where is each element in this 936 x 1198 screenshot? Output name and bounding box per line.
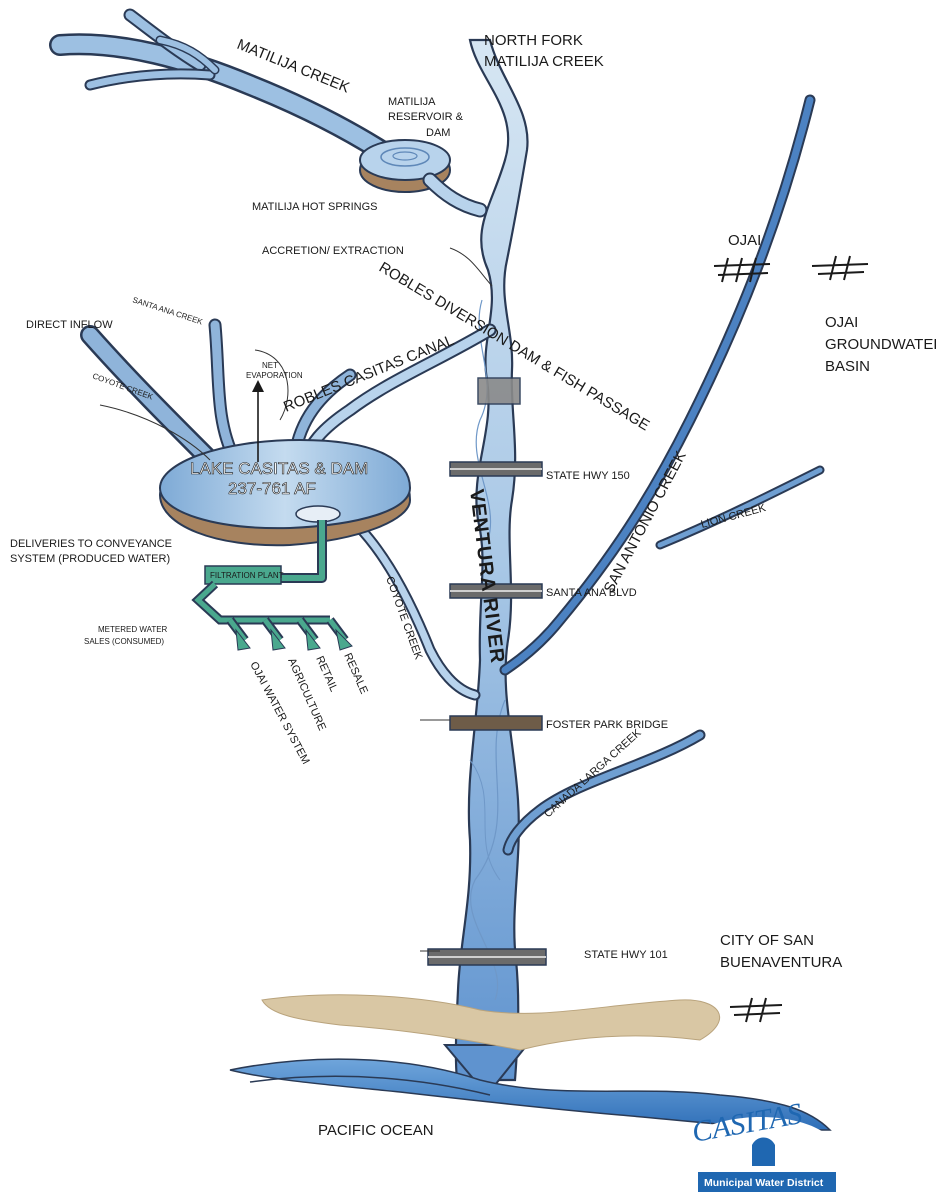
- matilija-reservoir-label-3: DAM: [426, 127, 450, 139]
- hot-springs-label: MATILIJA HOT SPRINGS: [252, 201, 378, 213]
- matilija-reservoir-label-1: MATILIJA: [388, 96, 436, 108]
- direct-inflow-label: DIRECT INFLOW: [26, 319, 113, 331]
- filtration-plant-label: FILTRATION PLANT: [210, 571, 284, 580]
- city-label-2: BUENAVENTURA: [720, 954, 842, 971]
- north-fork-label-2: MATILIJA CREEK: [484, 53, 604, 70]
- hwy101-label: STATE HWY 101: [584, 949, 668, 961]
- metered-water-label-1: METERED WATER: [98, 625, 168, 634]
- pacific-ocean-label: PACIFIC OCEAN: [318, 1122, 434, 1139]
- net-evaporation-label-1: NET: [262, 361, 278, 370]
- lion-creek-label: LION CREEK: [700, 502, 768, 531]
- deliveries-label-2: SYSTEM (PRODUCED WATER): [10, 553, 170, 565]
- north-fork-label-1: NORTH FORK: [484, 32, 583, 49]
- ojai-groundwater-label-1: OJAI: [825, 314, 858, 331]
- san-antonio-creek: [505, 100, 820, 670]
- accretion-label: ACCRETION/ EXTRACTION: [262, 245, 404, 257]
- canada-larga-creek: [508, 735, 700, 850]
- deliveries-label-1: DELIVERIES TO CONVEYANCE: [10, 538, 172, 550]
- lake-casitas-label: LAKE CASITAS & DAM: [190, 459, 368, 478]
- net-evaporation-label-2: EVAPORATION: [246, 371, 303, 380]
- ojai-groundwater-label-3: BASIN: [825, 358, 870, 375]
- retail-label: RETAIL: [313, 654, 339, 693]
- matilija-reservoir-label-2: RESERVOIR &: [388, 111, 464, 123]
- matilija-reservoir: [360, 140, 480, 210]
- foster-park-label: FOSTER PARK BRIDGE: [546, 719, 668, 731]
- metered-water-label-2: SALES (CONSUMED): [84, 637, 164, 646]
- santa-ana-creek-label: SANTA ANA CREEK: [131, 295, 204, 326]
- lake-capacity-label: 237-761 AF: [228, 479, 316, 498]
- ojai-label: OJAI: [728, 232, 761, 249]
- hwy150-label: STATE HWY 150: [546, 470, 630, 482]
- santa-ana-blvd-label: SANTA ANA BLVD: [546, 587, 637, 599]
- logo-subtitle: Municipal Water District: [704, 1177, 824, 1189]
- ojai-groundwater-label-2: GROUNDWATER: [825, 336, 936, 353]
- resale-label: RESALE: [341, 651, 370, 696]
- city-label-1: CITY OF SAN: [720, 932, 814, 949]
